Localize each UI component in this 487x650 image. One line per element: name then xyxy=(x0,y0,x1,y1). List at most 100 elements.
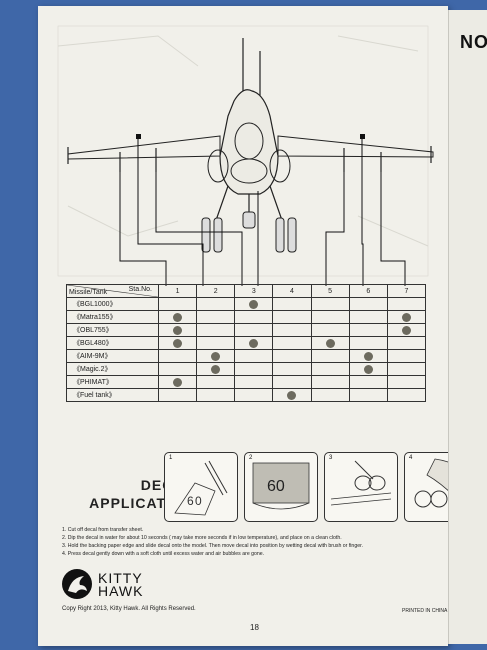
store-name: 《PHIMAT》 xyxy=(66,375,159,389)
table-row: 《PHIMAT》 xyxy=(66,375,427,389)
page-number: 18 xyxy=(250,623,259,632)
station-cell xyxy=(196,362,236,376)
station-mark xyxy=(363,351,373,361)
store-name: 《OBL755》 xyxy=(66,323,159,337)
station-mark xyxy=(173,338,183,348)
station-cell xyxy=(272,310,312,324)
station-cell xyxy=(196,297,236,311)
decal-step-2-illustration: 2 60 xyxy=(244,452,318,522)
store-name: 《BGL480》 xyxy=(66,336,159,350)
station-cell xyxy=(310,310,350,324)
station-number: 4 xyxy=(272,284,312,298)
brand-name: KITTY HAWK xyxy=(98,571,143,598)
station-mark xyxy=(211,351,221,361)
station-cell xyxy=(386,388,427,402)
station-cell xyxy=(196,323,236,337)
table-row: 《BGL1000》 xyxy=(66,297,427,311)
station-cell xyxy=(310,297,350,311)
station-number: 6 xyxy=(348,284,388,298)
station-mark xyxy=(249,299,259,309)
instruction-item: 2. Dip the decal in water for about 10 s… xyxy=(62,535,342,541)
station-number: 1 xyxy=(157,284,198,298)
decal-step-3-illustration: 3 xyxy=(324,452,398,522)
station-cell xyxy=(386,362,427,376)
table-row: 《OBL755》 xyxy=(66,323,427,337)
adjacent-page-title: NO xyxy=(460,32,487,52)
station-cell xyxy=(272,323,312,337)
station-cell xyxy=(157,336,198,350)
station-number: 3 xyxy=(234,284,274,298)
station-cell xyxy=(386,375,427,389)
step-number: 4 xyxy=(409,455,413,461)
station-cell xyxy=(386,297,427,311)
station-cell xyxy=(234,297,274,311)
table-row: 《Magic.2》 xyxy=(66,362,427,376)
station-cell xyxy=(234,362,274,376)
station-cell xyxy=(157,349,198,363)
station-mark xyxy=(401,325,411,335)
station-number: 2 xyxy=(196,284,236,298)
station-mark xyxy=(363,364,373,374)
station-mark xyxy=(173,377,183,387)
store-name: 《Magic.2》 xyxy=(66,362,159,376)
station-cell xyxy=(157,323,198,337)
copyright-notice: Copy Right 2013, Kitty Hawk. All Rights … xyxy=(62,606,196,612)
station-cell xyxy=(234,336,274,350)
kitty-hawk-logo-icon xyxy=(62,569,92,599)
station-cell xyxy=(272,375,312,389)
station-cell xyxy=(386,323,427,337)
adjacent-page-edge: NO xyxy=(448,10,487,644)
station-cell xyxy=(386,336,427,350)
station-cell xyxy=(234,388,274,402)
station-cell xyxy=(157,362,198,376)
station-header: Sta.No. xyxy=(128,286,152,293)
station-mark xyxy=(325,338,335,348)
station-cell xyxy=(348,388,388,402)
station-cell xyxy=(310,375,350,389)
store-name: 《AIM-9M》 xyxy=(66,349,159,363)
station-cell xyxy=(196,349,236,363)
station-cell xyxy=(196,336,236,350)
station-cell xyxy=(234,349,274,363)
station-cell xyxy=(386,310,427,324)
station-cell xyxy=(348,336,388,350)
table-row: 《BGL480》 xyxy=(66,336,427,350)
manual-page: Sta.No. Missile/Tank 1 2 3 4 5 6 7 《BGL1… xyxy=(38,6,478,646)
station-cell xyxy=(348,310,388,324)
station-cell xyxy=(348,362,388,376)
station-mark xyxy=(287,390,297,400)
store-name: 《BGL1000》 xyxy=(66,297,159,311)
station-mark xyxy=(401,312,411,322)
station-cell xyxy=(272,349,312,363)
station-mark xyxy=(173,312,183,322)
station-cell xyxy=(348,349,388,363)
printed-in-label: PRINTED IN CHINA xyxy=(402,608,448,614)
station-cell xyxy=(310,388,350,402)
station-cell xyxy=(348,323,388,337)
station-cell xyxy=(272,362,312,376)
station-cell xyxy=(310,336,350,350)
station-cell xyxy=(272,388,312,402)
station-cell xyxy=(157,297,198,311)
instruction-item: 1. Cut off decal from transfer sheet. xyxy=(62,527,144,533)
station-cell xyxy=(157,375,198,389)
station-cell xyxy=(234,323,274,337)
step-number: 1 xyxy=(169,455,173,461)
station-cell xyxy=(272,336,312,350)
store-name: 《Matra155》 xyxy=(66,310,159,324)
station-cell xyxy=(386,349,427,363)
station-cell xyxy=(310,362,350,376)
aircraft-front-view-diagram xyxy=(57,25,434,286)
table-row: 《AIM-9M》 xyxy=(66,349,427,363)
table-row: 《Fuel tank》 xyxy=(66,388,427,402)
instruction-item: 3. Hold the backing paper edge and slide… xyxy=(62,543,363,549)
station-cell xyxy=(310,323,350,337)
missile-header: Missile/Tank xyxy=(69,289,108,296)
table-row: 《Matra155》 xyxy=(66,310,427,324)
station-number: 7 xyxy=(386,284,427,298)
station-cell xyxy=(234,310,274,324)
decal-instructions: 1. Cut off decal from transfer sheet. 2.… xyxy=(62,526,442,558)
store-name: 《Fuel tank》 xyxy=(66,388,159,402)
